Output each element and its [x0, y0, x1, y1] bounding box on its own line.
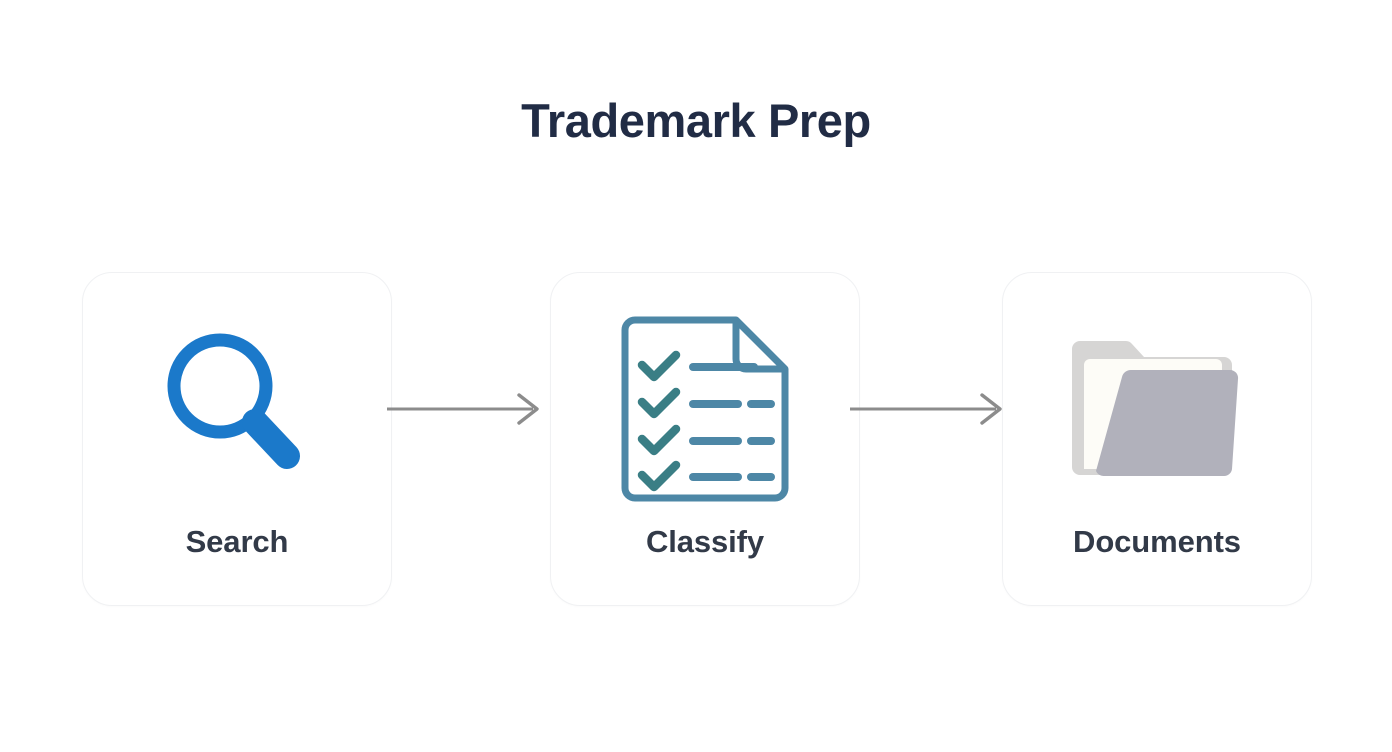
classify-icon-wrap [551, 309, 859, 509]
page-title: Trademark Prep [521, 94, 871, 147]
connector-search-to-classify [385, 391, 550, 427]
folder-icon [1072, 341, 1239, 477]
flow-step-label-search: Search [185, 524, 289, 559]
folder-icon-wrap [1003, 309, 1311, 509]
magnifying-glass-icon [167, 333, 300, 469]
connector-classify-to-documents [848, 391, 1013, 427]
search-icon-wrap [83, 309, 391, 509]
flow-step-classify[interactable]: Classify [550, 272, 860, 606]
flow-step-search[interactable]: Search [82, 272, 392, 606]
flow-step-label-classify: Classify [645, 524, 765, 559]
document-checklist-icon [621, 316, 789, 502]
flow-step-label-documents: Documents [1073, 524, 1241, 559]
flow-step-documents[interactable]: Documents [1002, 272, 1312, 606]
arrow-right-icon [387, 393, 539, 425]
process-flow: Search [0, 272, 1392, 606]
arrow-right-icon [850, 393, 1002, 425]
